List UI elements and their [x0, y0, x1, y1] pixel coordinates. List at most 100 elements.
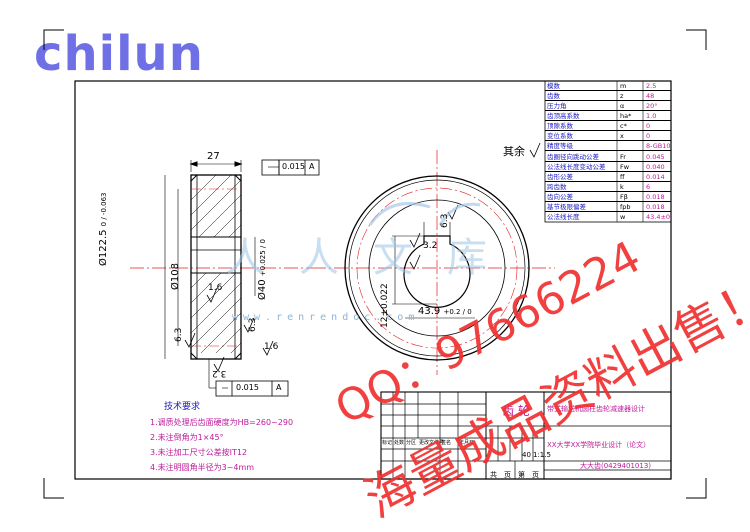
- parameter-row: 基节极限偏差 fpb 0.018: [545, 202, 671, 212]
- sheet-label: 页: [532, 471, 539, 479]
- parameter-row: 齿顶高系数 ha* 1.0: [545, 111, 671, 122]
- parameter-sym: ha*: [620, 112, 632, 121]
- watermark-logo: [368, 202, 481, 226]
- parameter-sym: x: [620, 132, 624, 141]
- parameter-row: 精度等级 8-GB10095-88: [545, 141, 671, 152]
- parameter-name: 顶隙系数: [547, 122, 573, 131]
- parameter-sym: ff: [620, 172, 625, 181]
- parameter-row: 模数 m 2.5: [545, 81, 671, 92]
- front-view: [312, 142, 555, 375]
- parameter-name: 齿圈径向跳动公差: [547, 152, 599, 161]
- parameter-name: 公法线长度: [547, 212, 580, 221]
- width-dim: 27: [207, 151, 220, 162]
- part-name: 齿 轮: [502, 404, 530, 418]
- parameter-sym: Fβ: [620, 192, 628, 201]
- runout-tol-2: 0.015: [236, 383, 259, 392]
- scale-value: 1:1.5: [533, 451, 551, 459]
- title-block-header: 标记: [382, 440, 393, 446]
- tech-note-item: 1.调质处理后齿面硬度为HB=260~290: [150, 418, 294, 427]
- parameter-sym: c*: [620, 122, 627, 131]
- parameter-table: [544, 80, 672, 223]
- sheet-label: 页: [504, 471, 511, 479]
- parameter-name: 变位系数: [547, 132, 573, 141]
- section-view: [130, 159, 320, 397]
- root-diameter-dim: Ø108: [170, 263, 181, 290]
- parameter-name: 精度等级: [547, 142, 573, 151]
- parameter-sym: z: [620, 92, 624, 101]
- parameter-name: 压力角: [547, 102, 567, 111]
- parameter-val: 20°: [646, 102, 658, 111]
- parameter-name: 齿向公差: [547, 192, 573, 201]
- parameter-val: 48: [646, 92, 655, 101]
- school-name: XX大学XX学院毕业设计（论文）: [547, 441, 651, 449]
- runout-tol-1: 0.015: [282, 162, 305, 171]
- corner-marks: [43, 29, 707, 499]
- parameter-val: 0: [646, 132, 651, 141]
- parameter-val: 0.014: [646, 172, 665, 181]
- parameter-row: 齿形公差 ff 0.014: [545, 172, 671, 182]
- sheet-count: 共页第页: [486, 470, 544, 479]
- parameter-name: 齿形公差: [547, 172, 573, 181]
- mass-value: 40: [522, 451, 531, 459]
- tech-note-item: 3.未注加工尺寸公差按IT12: [150, 448, 248, 457]
- roughness-1-6a: 1.6: [208, 283, 223, 293]
- parameter-row: 齿向公差 Fβ 0.018: [545, 192, 671, 202]
- watermark-cn: 人人文库: [225, 235, 521, 281]
- title-block-header: 更改文件号: [419, 440, 445, 446]
- drawing-number: 大大齿(0429401013): [580, 462, 651, 470]
- parameter-sym: m: [620, 82, 627, 90]
- parameter-name: 齿顶高系数: [547, 112, 580, 121]
- parameter-val: 0.045: [646, 152, 665, 161]
- tech-notes-title: 技术要求: [164, 402, 201, 412]
- parameter-sym: Fr: [620, 152, 626, 161]
- parameter-val: 6: [646, 182, 651, 191]
- project-name: 带式输送机圆柱齿轮减速器设计: [547, 405, 645, 413]
- parameter-name: 模数: [547, 82, 560, 90]
- parameter-row: 压力角 α 20°: [545, 101, 671, 112]
- title-block: [380, 391, 672, 480]
- parameter-val: 1.0: [646, 112, 657, 121]
- roughness-6-3b: 6.3: [174, 327, 184, 342]
- parameter-name: 基节极限偏差: [547, 202, 586, 211]
- parameter-val: 8-GB10095-88: [646, 142, 671, 151]
- datum-ref-1: A: [309, 162, 315, 171]
- parameter-name: 公法线长度变动公差: [547, 162, 606, 171]
- parameter-val: 0.018: [646, 192, 665, 201]
- parameter-val: 2.5: [646, 82, 657, 90]
- title-block-header: 年月日: [459, 440, 475, 446]
- parameter-sym: k: [620, 182, 624, 191]
- keyway-depth-dim: 43.9 +0.2 / 0: [418, 306, 472, 317]
- tech-note-item: 4.未注明圆角半径为3~4mm: [150, 463, 255, 472]
- parameter-sym: fpb: [620, 202, 631, 211]
- parameter-row: 变位系数 x 0: [545, 131, 671, 142]
- parameter-row: 跨齿数 k 6: [545, 182, 671, 192]
- title-block-header: 签名: [441, 440, 452, 446]
- outer-diameter-dim: Ø122.5 0 / -0.063: [98, 192, 109, 266]
- parameter-val: 43.4±0.06: [646, 212, 671, 221]
- parameter-row: 公法线长度 w 43.4±0.06: [545, 212, 671, 222]
- roughness-3-2b: 3.2: [423, 241, 438, 251]
- parameter-val: 0.040: [646, 162, 665, 171]
- title-block-header: 分区: [406, 440, 417, 446]
- parameter-row: 顶隙系数 c* 0: [545, 121, 671, 132]
- chilun-logo: chilun: [34, 26, 204, 82]
- roughness-other: 其余: [503, 145, 525, 158]
- parameter-sym: w: [620, 212, 626, 221]
- parameter-sym: α: [620, 102, 625, 111]
- drawing-border: [74, 80, 672, 480]
- tech-notes: 技术要求 1.调质处理后齿面硬度为HB=260~290 2.未注倒角为1×45°…: [150, 400, 293, 475]
- sheet-label: 第: [518, 471, 525, 479]
- watermark-site: www.renrendoc.com: [232, 312, 420, 323]
- title-block-headers: 标记处数分区更改文件号签名 年月日: [381, 438, 486, 449]
- roughness-3-2: 3.2: [212, 368, 227, 378]
- parameter-row: 齿圈径向跳动公差 Fr 0.045: [545, 152, 671, 162]
- datum-ref-2: A: [276, 383, 282, 392]
- title-block-header: 处数: [394, 440, 405, 446]
- parameter-val: 0: [646, 122, 651, 131]
- parameter-name: 跨齿数: [547, 182, 567, 191]
- parameter-val: 0.018: [646, 202, 665, 211]
